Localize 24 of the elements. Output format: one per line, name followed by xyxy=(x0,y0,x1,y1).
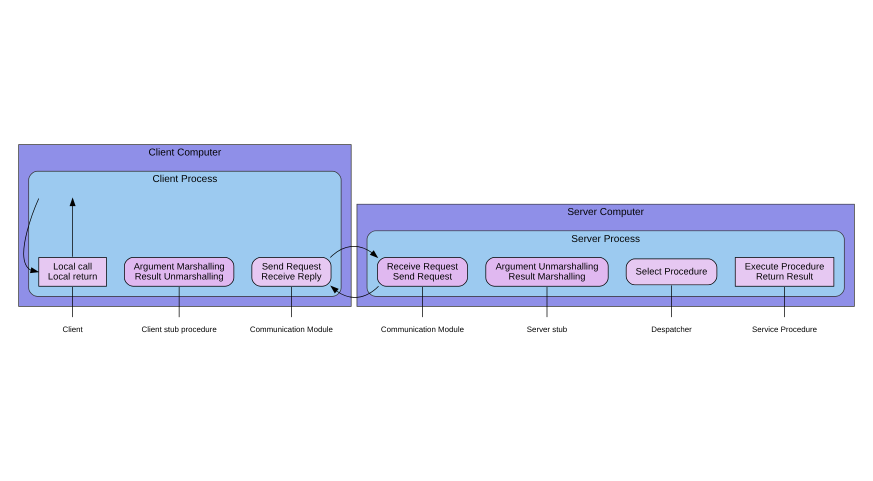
connector xyxy=(178,286,180,318)
node-text: Communication Module xyxy=(380,324,464,334)
arrow xyxy=(330,285,379,298)
node-text: Server stub xyxy=(526,324,568,334)
arrow xyxy=(70,196,76,257)
node-text: Client stub procedure xyxy=(142,324,217,334)
connector xyxy=(671,284,672,317)
node-text: Communication Module xyxy=(250,324,333,334)
node-box: Execute Procedure Return Result xyxy=(734,256,834,286)
node-text: Despatcher xyxy=(651,324,692,334)
node-box: Argument Marshalling Result Unmarshalling xyxy=(124,256,234,286)
connector xyxy=(72,286,73,318)
connector xyxy=(546,286,548,318)
node-text: Service Procedure xyxy=(752,324,818,334)
node-box: Select Procedure xyxy=(626,258,718,285)
node-box: Send Request Receive Reply xyxy=(252,256,332,286)
connector xyxy=(422,286,423,318)
node-box: Local call Local return xyxy=(38,256,107,286)
node-text: Client xyxy=(62,324,83,334)
connector xyxy=(291,286,292,318)
node-box: Argument Unmarshalling Result Marshalling xyxy=(485,256,609,286)
node-box: Receive Request Send Request xyxy=(377,256,468,286)
arrow xyxy=(23,198,40,273)
connector xyxy=(784,286,785,318)
